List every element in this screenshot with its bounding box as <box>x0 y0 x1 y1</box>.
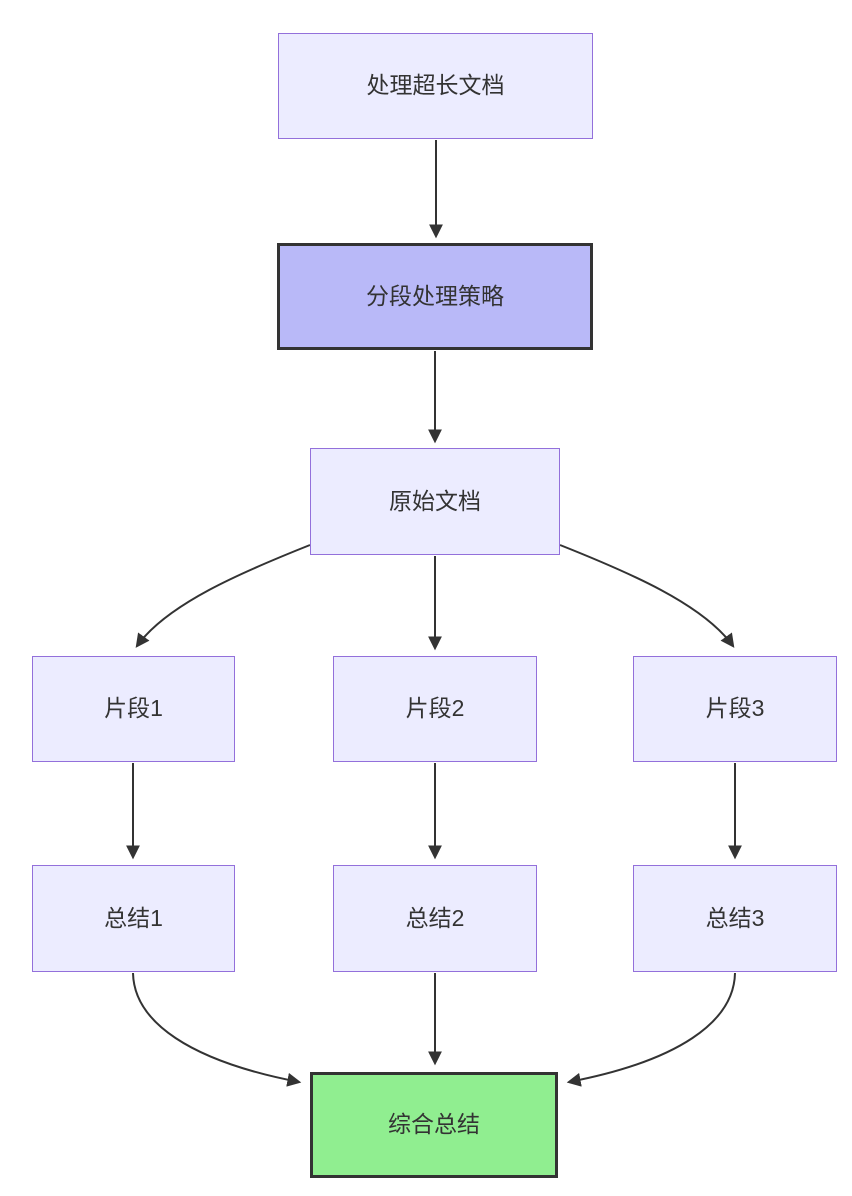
node-final-summary-label: 综合总结 <box>388 1111 480 1138</box>
node-original-doc: 原始文档 <box>310 448 560 555</box>
node-summary-2-label: 总结2 <box>405 904 465 931</box>
node-summary-3: 总结3 <box>633 865 837 972</box>
node-segment-strategy-label: 分段处理策略 <box>366 282 504 309</box>
edge-original-doc-to-segment-3 <box>559 544 735 648</box>
edge-summary-3-to-final-summary <box>566 972 736 1087</box>
node-summary-2: 总结2 <box>333 865 537 972</box>
node-segment-3: 片段3 <box>633 656 837 762</box>
node-segment-2: 片段2 <box>333 656 537 762</box>
node-segment-strategy: 分段处理策略 <box>277 243 593 350</box>
node-summary-1: 总结1 <box>32 865 235 972</box>
node-process-long-doc: 处理超长文档 <box>278 33 593 139</box>
edge-summary-1-to-final-summary <box>132 972 302 1087</box>
node-final-summary: 综合总结 <box>310 1072 558 1178</box>
node-original-doc-label: 原始文档 <box>389 487 481 514</box>
node-summary-3-label: 总结3 <box>705 904 765 931</box>
node-segment-2-label: 片段2 <box>405 695 465 722</box>
node-summary-1-label: 总结1 <box>104 904 163 931</box>
edge-original-doc-to-segment-1 <box>135 544 311 648</box>
node-segment-3-label: 片段3 <box>705 695 765 722</box>
node-segment-1: 片段1 <box>32 656 235 762</box>
node-segment-1-label: 片段1 <box>104 695 163 722</box>
node-process-long-doc-label: 处理超长文档 <box>366 72 505 99</box>
